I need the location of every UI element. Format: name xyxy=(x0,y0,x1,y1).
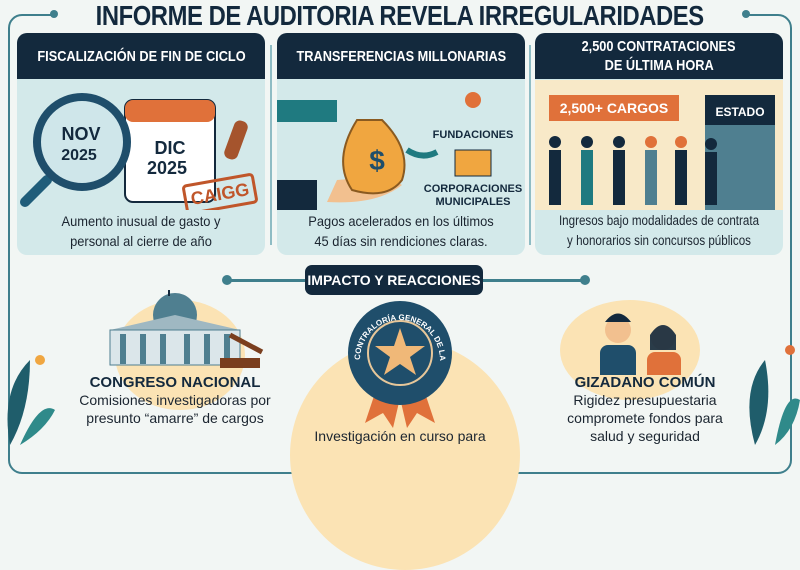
divider xyxy=(270,45,272,245)
description-line: Pagos acelerados en los últimos xyxy=(308,213,494,229)
congress-line: Comisiones investigadoras por xyxy=(79,392,271,408)
gavel-icon xyxy=(220,358,260,368)
impact-heading: IMPACTO Y REACCIONES xyxy=(305,265,483,295)
sleeve xyxy=(277,100,337,122)
citizen-column: GIZADANO COMÚN Rigidez presupuestaria co… xyxy=(560,374,730,445)
municipal-building-icon xyxy=(454,149,492,177)
description-line: Aumento inusual de gasto y xyxy=(61,213,221,229)
panel-header-text: DE ÚLTIMA HORA xyxy=(604,57,714,74)
connector-dot xyxy=(580,275,590,285)
panel-header: 2,500 CONTRATACIONES DE ÚLTIMA HORA xyxy=(535,33,783,79)
page-title-wrap: INFORME DE AUDITORIA REVELA IRREGULARIDA… xyxy=(0,1,800,31)
congress-building-icon xyxy=(109,290,264,368)
svg-text:$: $ xyxy=(369,145,385,176)
nov-label: NOV xyxy=(61,124,100,144)
stamp-icon xyxy=(224,120,248,160)
magnifier-handle xyxy=(20,175,52,207)
citizens-icon xyxy=(600,313,681,375)
panel-header-text: TRANSFERENCIAS MILLONARIAS xyxy=(296,47,506,65)
foundation-icon xyxy=(465,92,481,108)
magnifier-icon xyxy=(33,93,131,191)
citizen-line: Rigidez presupuestaria xyxy=(573,392,717,408)
money-transfer-illustration: $ FUNDACIONES CORPORACIONES MUNICIPALES xyxy=(277,92,522,210)
dic-year-label: 2025 xyxy=(147,158,187,178)
contraloria-column: Investigación en curso para xyxy=(300,427,500,445)
description-line: y honorarios sin concursos públicos xyxy=(567,233,751,248)
page-title: INFORME DE AUDITORIA REVELA IRREGULARIDA… xyxy=(95,0,705,31)
panel-header-text: FISCALIZACIÓN DE FIN DE CICLO xyxy=(36,47,246,65)
connector-line xyxy=(483,279,583,282)
hiring-illustration: ESTADO 2,500+ CARGOS xyxy=(535,80,783,210)
foundations-label: FUNDACIONES xyxy=(433,129,514,141)
cargos-banner xyxy=(549,95,679,121)
panel-header-text: 2,500 CONTRATACIONES xyxy=(582,38,736,55)
panel-contrataciones: 2,500 CONTRATACIONES DE ÚLTIMA HORA ESTA… xyxy=(535,33,783,255)
plant-decoration-right xyxy=(749,345,800,445)
contraloria-line: Investigación en curso para xyxy=(314,428,486,444)
corporations-label: CORPORACIONES xyxy=(424,183,522,195)
congress-title: CONGRESO NACIONAL xyxy=(89,374,261,391)
title-ornament xyxy=(50,10,58,18)
contraloria-seal-icon: CONTRALORÍA GENERAL DE LA REPÚBLICA xyxy=(345,298,452,428)
dic-label: DIC xyxy=(155,138,186,158)
arrow-icon xyxy=(405,147,439,159)
money-bag-icon xyxy=(342,119,406,195)
panel-description: Pagos acelerados en los últimos 45 días … xyxy=(277,211,525,251)
panel-description: Aumento inusual de gasto y personal al c… xyxy=(17,211,265,251)
cargos-banner-label: 2,500+ CARGOS xyxy=(560,100,669,116)
connector-dot xyxy=(222,275,232,285)
citizen-title: GIZADANO COMÚN xyxy=(574,374,716,391)
star-icon xyxy=(375,328,425,375)
congress-line: presunto “amarre” de cargos xyxy=(86,410,264,426)
panel-fiscalizacion: FISCALIZACIÓN DE FIN DE CICLO DIC 2025 N… xyxy=(17,33,265,255)
divider xyxy=(529,45,531,245)
description-line: 45 días sin rendiciones claras. xyxy=(314,233,488,249)
plant-decoration-left xyxy=(7,355,55,445)
congress-column: CONGRESO NACIONAL Comisiones investigado… xyxy=(60,374,290,427)
connector-line xyxy=(228,279,308,282)
panel-header: TRANSFERENCIAS MILLONARIAS xyxy=(277,33,525,79)
title-background xyxy=(55,0,745,31)
panel-transferencias: TRANSFERENCIAS MILLONARIAS $ FUNDACIONES… xyxy=(277,33,525,255)
description-line: Ingresos bajo modalidades de contrata xyxy=(558,213,760,228)
panel-header: FISCALIZACIÓN DE FIN DE CICLO xyxy=(17,33,265,79)
building-label: ESTADO xyxy=(715,105,764,119)
municipal-label: MUNICIPALES xyxy=(436,196,511,208)
citizen-line: compromete fondos para xyxy=(567,410,723,426)
citizen-line: salud y seguridad xyxy=(590,428,700,444)
description-line: personal al cierre de año xyxy=(70,233,212,249)
nov-year-label: 2025 xyxy=(61,147,97,164)
calendar-magnifier-illustration: DIC 2025 NOV 2025 CAIGG xyxy=(20,93,258,210)
title-ornament xyxy=(742,10,750,18)
panel-description: Ingresos bajo modalidades de contrata y … xyxy=(535,211,783,251)
people-walking-icon xyxy=(549,136,717,205)
